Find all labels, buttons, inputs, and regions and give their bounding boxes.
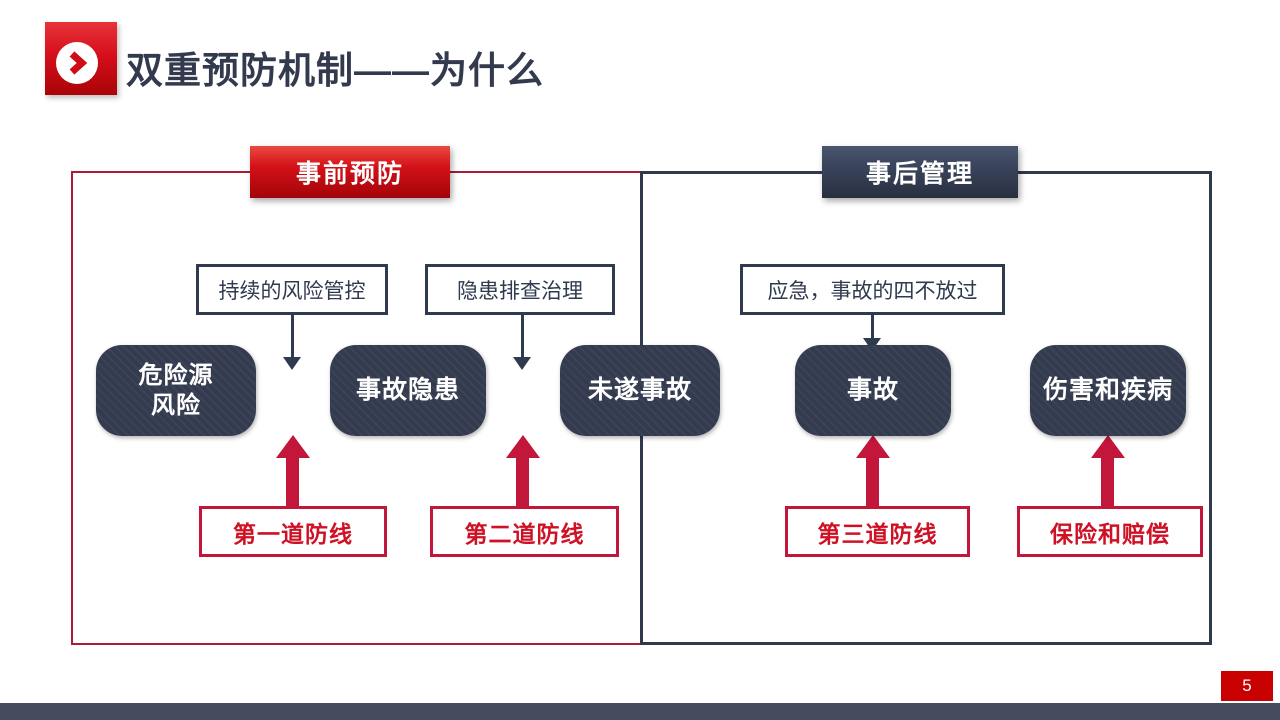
panel-header-post-management: 事后管理 [822, 146, 1018, 198]
label-hazard-inspection: 隐患排查治理 [425, 264, 615, 315]
node-near-miss: 未遂事故 [560, 345, 720, 436]
defense-line-first: 第一道防线 [199, 506, 387, 557]
down-arrow-head [283, 357, 301, 370]
down-arrow-head [513, 357, 531, 370]
node-accident-hazard: 事故隐患 [330, 345, 486, 436]
up-arrow-head [856, 435, 890, 458]
defense-line-third: 第三道防线 [785, 506, 970, 557]
down-arrow-shaft [521, 315, 524, 358]
node-hazard-risk: 危险源 风险 [96, 345, 256, 436]
label-emergency: 应急，事故的四不放过 [740, 264, 1005, 315]
up-arrow-head [276, 435, 310, 458]
defense-line-insurance: 保险和赔偿 [1017, 506, 1203, 557]
node-injury-disease: 伤害和疾病 [1030, 345, 1186, 436]
up-arrow-head [1091, 435, 1125, 458]
page-title: 双重预防机制——为什么 [126, 50, 544, 91]
chevron-right-icon [69, 50, 88, 75]
panel-header-pre-prevention: 事前预防 [250, 146, 450, 198]
footer-bar [0, 703, 1280, 720]
defense-line-second: 第二道防线 [430, 506, 619, 557]
node-accident: 事故 [795, 345, 951, 436]
title-accent-icon [45, 22, 117, 95]
label-risk-control: 持续的风险管控 [196, 264, 388, 315]
up-arrow-shaft [866, 457, 879, 507]
page-number-badge: 5 [1221, 671, 1273, 701]
down-arrow-shaft [871, 315, 874, 339]
up-arrow-shaft [1101, 457, 1114, 507]
chevron-circle-icon [56, 41, 98, 84]
up-arrow-head [506, 435, 540, 458]
up-arrow-shaft [516, 457, 529, 507]
up-arrow-shaft [286, 457, 299, 507]
down-arrow-shaft [291, 315, 294, 358]
